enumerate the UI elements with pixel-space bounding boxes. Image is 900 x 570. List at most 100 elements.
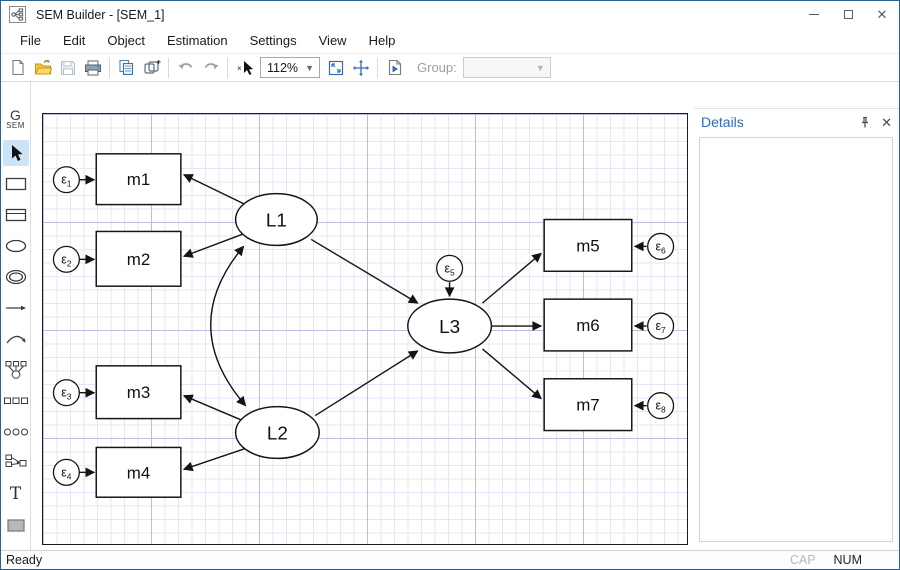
select-pointer-button[interactable]: × [232, 55, 257, 80]
node-error-1[interactable] [52, 166, 80, 194]
node-L3[interactable] [407, 298, 493, 354]
copy-button[interactable] [114, 55, 139, 80]
details-header: Details ✕ [694, 108, 899, 135]
path-L1-to-m1[interactable] [182, 174, 246, 206]
tool-area[interactable] [3, 512, 29, 538]
zoom-select[interactable]: 112% ▼ [260, 57, 320, 78]
node-error-3[interactable] [52, 379, 80, 407]
tool-latent-variable[interactable] [3, 233, 29, 259]
redo-button[interactable] [198, 55, 223, 80]
pan-button[interactable] [348, 55, 373, 80]
pin-icon[interactable] [859, 116, 871, 129]
squares-row-icon [3, 397, 28, 404]
fit-to-window-button[interactable] [323, 55, 348, 80]
node-m1[interactable] [95, 153, 182, 206]
duplicate-shape-button[interactable] [139, 55, 164, 80]
node-label-m1: m1 [127, 170, 151, 189]
close-button[interactable]: ✕ [865, 1, 899, 28]
path-L3-to-m5[interactable] [482, 252, 542, 304]
fit-to-window-icon [328, 60, 343, 75]
tool-generalized-response[interactable] [3, 202, 29, 228]
tool-regression-component[interactable] [3, 450, 29, 476]
node-error-2[interactable] [52, 245, 80, 273]
node-L2[interactable] [234, 405, 320, 460]
node-error-8[interactable] [647, 392, 675, 420]
node-label-L3: L3 [439, 317, 460, 338]
node-m5[interactable] [543, 218, 633, 273]
path-L1-to-m2[interactable] [182, 232, 245, 258]
estimate-run-icon [388, 59, 401, 76]
copy-icon [119, 59, 134, 76]
node-error-7[interactable] [647, 312, 675, 340]
tool-observed-variable[interactable] [3, 171, 29, 197]
node-m7[interactable] [543, 378, 633, 432]
group-select: ▼ [462, 57, 551, 78]
title-bar[interactable]: SEM Builder - [SEM_1] ✕ [1, 1, 899, 28]
tool-path[interactable] [3, 295, 29, 321]
node-label-error-7: ε7 [656, 319, 667, 335]
node-label-L1: L1 [266, 210, 287, 231]
tool-measurement-component[interactable] [3, 357, 29, 383]
node-label-m6: m6 [576, 316, 600, 335]
menu-item-settings[interactable]: Settings [249, 33, 297, 48]
menu-item-object[interactable]: Object [107, 33, 145, 48]
menu-item-edit[interactable]: Edit [62, 33, 86, 48]
tool-multilevel-latent[interactable] [3, 264, 29, 290]
path-L3-to-m7[interactable] [482, 348, 542, 400]
tool-select-arrow[interactable] [2, 140, 29, 166]
path-L1-to-L3[interactable] [310, 238, 419, 304]
tool-latent-variables-set[interactable] [3, 419, 29, 445]
menu-item-view[interactable]: View [318, 33, 347, 48]
node-label-error-8: ε8 [656, 399, 667, 415]
node-m6[interactable] [543, 298, 633, 352]
node-m2[interactable] [95, 230, 182, 287]
node-label-error-4: ε4 [61, 465, 72, 481]
path-L2-to-L3[interactable] [314, 350, 419, 417]
group-label: Group: [417, 60, 457, 75]
open-button[interactable] [30, 55, 55, 80]
details-panel: Details ✕ [694, 82, 899, 550]
tool-text[interactable]: T [3, 481, 29, 507]
details-content [699, 137, 893, 542]
new-button[interactable] [5, 55, 30, 80]
node-label-error-3: ε3 [61, 386, 72, 402]
print-button[interactable] [80, 55, 105, 80]
path-L2-to-m3[interactable] [182, 394, 243, 422]
covariance-arc-icon [5, 335, 26, 344]
ellipse-icon [5, 239, 26, 253]
tool-covariance[interactable] [3, 326, 29, 352]
toolbar: × 112% ▼ [1, 53, 899, 82]
menu-item-estimation[interactable]: Estimation [166, 33, 228, 48]
details-close-icon[interactable]: ✕ [881, 114, 892, 130]
node-L1[interactable] [234, 192, 318, 247]
minimize-button[interactable] [797, 1, 831, 28]
menu-item-help[interactable]: Help [368, 33, 396, 48]
measurement-component-icon [5, 361, 26, 379]
node-error-5[interactable] [436, 254, 464, 282]
app-icon [9, 6, 26, 23]
node-m4[interactable] [95, 446, 182, 498]
undo-button[interactable] [173, 55, 198, 80]
node-error-6[interactable] [647, 232, 675, 260]
node-m3[interactable] [95, 365, 182, 420]
menu-item-file[interactable]: File [20, 33, 41, 48]
node-label-m5: m5 [576, 236, 600, 255]
svg-text:×: × [237, 64, 242, 73]
node-label-error-5: ε5 [444, 261, 455, 277]
L1-L2-covariance[interactable] [210, 245, 247, 407]
lined-rectangle-icon [5, 208, 26, 222]
maximize-button[interactable] [831, 1, 865, 28]
toolbar-separator [377, 57, 378, 78]
minimize-icon [809, 14, 819, 15]
gsem-logo: G SEM [6, 108, 25, 130]
gsem-logo-sem: SEM [6, 121, 25, 130]
node-label-error-6: ε6 [656, 239, 667, 255]
maximize-icon [843, 10, 853, 19]
tool-observed-variables-set[interactable] [3, 388, 29, 414]
estimate-button[interactable] [382, 55, 407, 80]
path-L2-to-m4[interactable] [182, 447, 246, 472]
node-error-4[interactable] [52, 458, 80, 486]
